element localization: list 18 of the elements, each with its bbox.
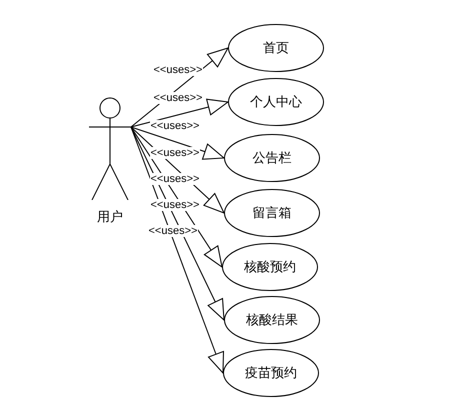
use-case-ellipse: 个人中心	[228, 78, 324, 126]
use-case-ellipse: 留言箱	[224, 189, 320, 237]
edge-label: <<uses>>	[148, 225, 198, 237]
edge-label: <<uses>>	[150, 173, 200, 185]
edge-label: <<uses>>	[152, 92, 204, 104]
edge-label: <<uses>>	[152, 64, 204, 76]
use-case-ellipse: 核酸结果	[224, 296, 320, 344]
edge-label: <<uses>>	[150, 199, 200, 211]
use-case-ellipse: 首页	[228, 24, 324, 72]
arrow	[130, 98, 228, 128]
actor-label: 用户	[96, 209, 124, 226]
arrow	[130, 126, 224, 160]
use-case-ellipse: 公告栏	[224, 134, 320, 182]
arrow	[130, 126, 224, 374]
use-case-ellipse: 核酸预约	[222, 243, 318, 291]
edge-label: <<uses>>	[150, 120, 200, 132]
edge-label: <<uses>>	[150, 147, 200, 159]
use-case-ellipse: 疫苗预约	[223, 349, 319, 397]
